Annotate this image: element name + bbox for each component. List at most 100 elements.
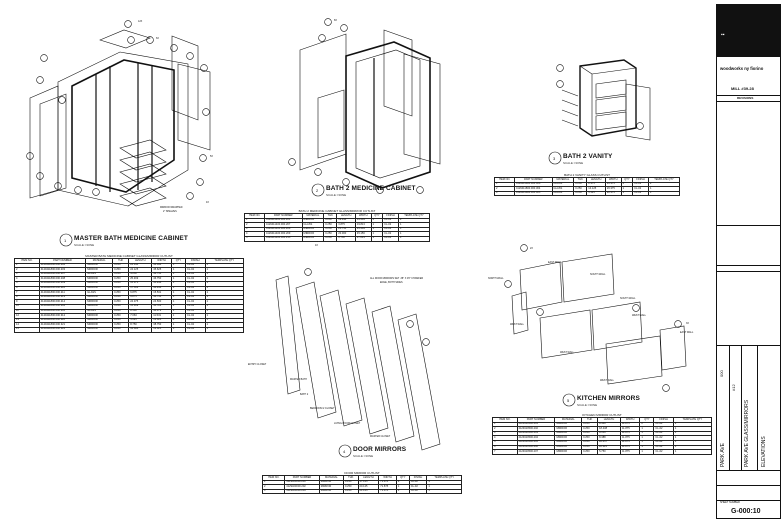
callout-shelves: 2" SHELVES: [163, 210, 177, 213]
master-schedule-caption: MASTER BATH MEDICINE CABINET GLASS/MIRRO…: [85, 254, 173, 258]
label-living-room: LIVING ROOM CLOSET: [334, 422, 361, 425]
schedule-cell: 0.250: [581, 449, 599, 455]
schedule-cell: 22.375: [604, 190, 622, 197]
schedule-cell: 3: [494, 190, 515, 197]
schedule-cell: MIRROR: [301, 236, 325, 242]
schedule-cell: MIRROR: [318, 488, 344, 495]
label-west-wall-3: WEST WALL: [560, 351, 574, 354]
schedule-cell: 0.250: [573, 190, 588, 197]
schedule-cell: 0.250: [323, 236, 338, 242]
callout-all-door-2: EDGE, BOTH SIDES: [380, 281, 403, 284]
revisions-header: REVISIONS: [737, 96, 754, 100]
vanity-schedule-caption: BATH 2 VANITY GLASS CUTLIST: [564, 173, 610, 177]
label-master-closet: MASTER CLOSET: [370, 435, 391, 438]
schedule-cell: 3: [261, 488, 286, 495]
firm-name: woodworks ny fiorino: [720, 66, 764, 71]
callout-6x: 6X: [156, 37, 159, 40]
schedule-cell: 13.625: [151, 326, 172, 333]
bath2-schedule-caption: BATH 2 MEDICINE CABINET GLASS/MIRROR CUT…: [298, 209, 376, 213]
label-entry-closet: ENTRY CLOSET: [248, 363, 267, 366]
view-3-number: 3: [553, 156, 556, 161]
schedule-cell: 71.875: [378, 488, 397, 495]
schedule-cell: 4129411400.000.215: [263, 236, 303, 242]
schedule-cell: 4129411800.000.322: [38, 326, 87, 333]
label-west-wall-4: WEST WALL: [600, 379, 614, 382]
label-west-wall-2: WEST WALL: [632, 314, 646, 317]
schedule-cell: 1: [170, 326, 187, 333]
view-5-title: KITCHEN MIRRORS: [577, 395, 640, 402]
callout-4x: 4X: [206, 201, 209, 204]
unit-label: #12: [731, 384, 736, 391]
mill-number: MILL #39-28: [731, 86, 754, 91]
view-3-scale: SCALE: NONE: [563, 161, 584, 165]
view-5-number: 5: [567, 398, 570, 403]
schedule-cell: 11.875: [619, 449, 641, 455]
label-master-bath: MASTER BATH: [290, 378, 307, 381]
view-2-title: BATH 2 MEDICINE CABINET: [326, 185, 416, 192]
sheet-number: G-000:10: [731, 508, 761, 515]
view-2-scale: SCALE: NONE: [326, 193, 347, 197]
schedule-cell: 0.250: [342, 488, 359, 495]
schedule-cell: 5.125: [586, 190, 606, 197]
kitchen-mirrors-drawing: [511, 253, 687, 385]
project-name: PARK AVE: [720, 443, 726, 467]
callout-3x: 3X: [686, 322, 689, 325]
schedule-cell: 1: [370, 236, 384, 242]
door-schedule-caption: DOOR MIRROR CUTLIST: [344, 471, 380, 475]
view-1-number: 1: [64, 238, 67, 243]
schedule-cell: 12.688: [128, 326, 153, 333]
callout-mirror-wrapped: MIRROR WRAPPED: [160, 206, 183, 209]
callout-all-door: ALL DOOR MIRRORS SET .38" X 45° CHAMFER: [370, 277, 424, 280]
item-balloons: [26, 18, 682, 392]
callout-5x: 5X: [210, 155, 213, 158]
view-1-title: MASTER BATH MEDICINE CABINET: [74, 235, 188, 242]
label-north-wall: NORTH WALL: [488, 277, 504, 280]
schedule-cell: 5: [244, 236, 265, 242]
schedule-cell: 4129400000.203: [284, 488, 320, 495]
title-block-logo-area: ▪▪: [717, 5, 780, 57]
schedule-cell: 4129410500.207: [516, 449, 556, 455]
schedule-cell: CL-02: [632, 190, 649, 197]
schedule-cell: 21.125: [357, 488, 380, 495]
schedule-cell: 1: [620, 190, 634, 197]
view-1-scale: SCALE: NONE: [74, 243, 95, 247]
callout-8x: 8X: [334, 19, 337, 22]
view-4-title: DOOR MIRRORS: [353, 446, 407, 453]
schedule-cell: 6.750: [336, 236, 356, 242]
door-mirrors-drawing: [275, 275, 441, 451]
title-block: ▪▪ woodworks ny fiorino MILL #39-28 REVI…: [716, 4, 781, 519]
schedule-cell: MIRROR: [85, 326, 114, 333]
schedule-cell: CL-02: [382, 236, 399, 242]
drawing-title: PARK AVE GLASS/MIRRORS: [744, 399, 750, 467]
schedule-cell: 0.250: [112, 326, 130, 333]
callout-4x-doors: 4X: [315, 244, 318, 247]
logo-mark: ▪▪: [721, 32, 725, 38]
schedule-cell: 5.750: [597, 449, 621, 455]
schedule-cell: 1: [647, 190, 681, 197]
bath2-cabinet-exploded-drawing: [299, 29, 441, 189]
schedule-cell: 1: [395, 488, 410, 495]
schedule-cell: 1: [639, 449, 655, 455]
label-bedroom2: BEDROOM 2 CLOSET: [310, 407, 335, 410]
schedule-cell: CL-02: [653, 449, 674, 455]
schedule-cell: 1: [204, 326, 245, 333]
schedule-cell: GLASS: [551, 190, 575, 197]
drawing-type: ELEVATIONS: [761, 436, 767, 467]
callout-2x-a: 2X: [530, 247, 533, 250]
